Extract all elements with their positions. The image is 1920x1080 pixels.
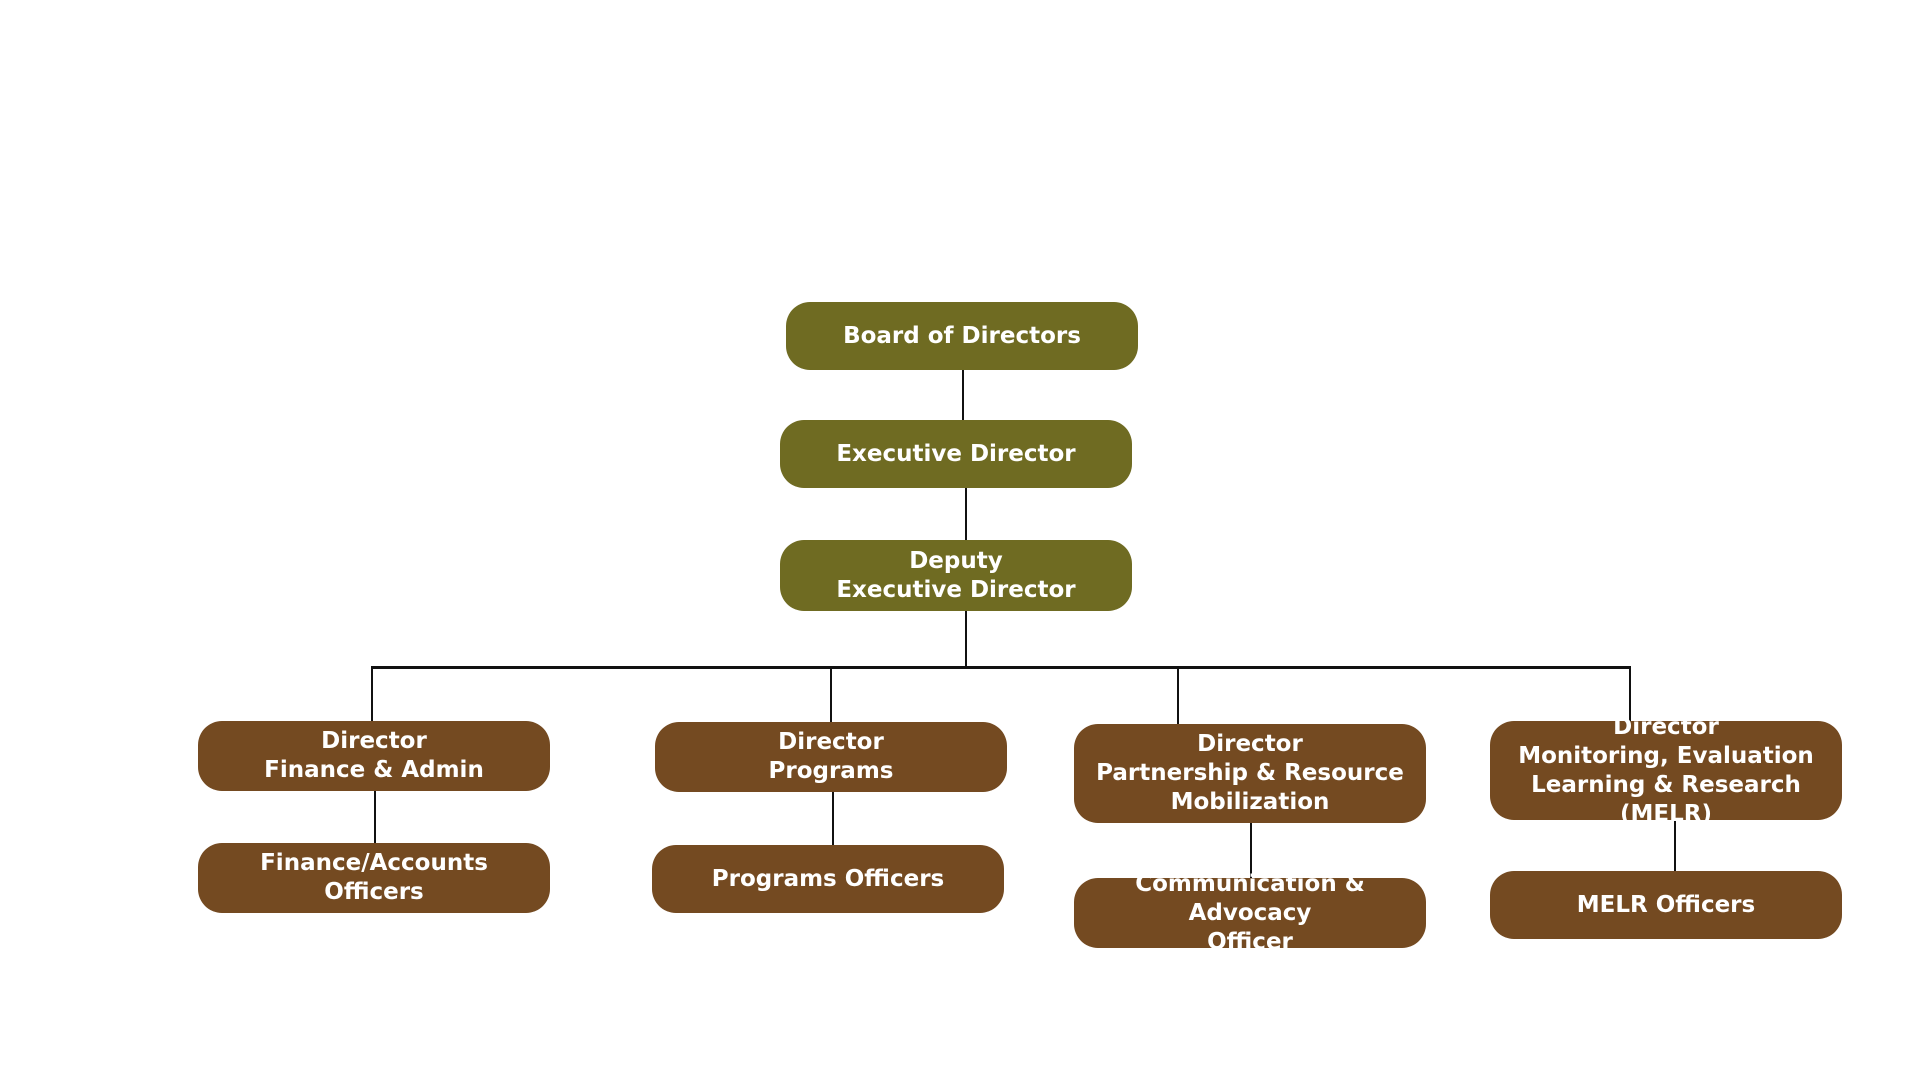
connector-bus-programs [830, 667, 832, 723]
connector-bus-partnership [1177, 667, 1179, 725]
connector-programs-officers [832, 790, 834, 846]
director-partnership-node: Director Partnership & Resource Mobiliza… [1074, 724, 1426, 823]
finance-accounts-officers-node: Finance/Accounts Officers [198, 843, 550, 913]
connector-bus-melr [1629, 667, 1631, 723]
director-melr-node: Director Monitoring, Evaluation Learning… [1490, 714, 1842, 827]
director-programs-node: Director Programs [655, 722, 1007, 792]
connector-melr-officers [1674, 819, 1676, 873]
connector-finance-officers [374, 789, 376, 845]
connector-bus-finance [371, 667, 373, 723]
melr-officers-node: MELR Officers [1490, 871, 1842, 939]
connector-deputy-bus [965, 611, 967, 667]
deputy-executive-director-node: Deputy Executive Director [780, 540, 1132, 611]
director-finance-admin-node: Director Finance & Admin [198, 721, 550, 791]
connector-partnership-comm [1250, 822, 1252, 880]
executive-director-node: Executive Director [780, 420, 1132, 488]
connector-executive-deputy [965, 488, 967, 542]
connector-board-executive [962, 370, 964, 422]
communication-advocacy-officer-node: Communication & Advocacy Officer [1074, 871, 1426, 955]
programs-officers-node: Programs Officers [652, 845, 1004, 913]
connector-horizontal-bus [371, 666, 1631, 669]
board-of-directors-node: Board of Directors [786, 302, 1138, 370]
